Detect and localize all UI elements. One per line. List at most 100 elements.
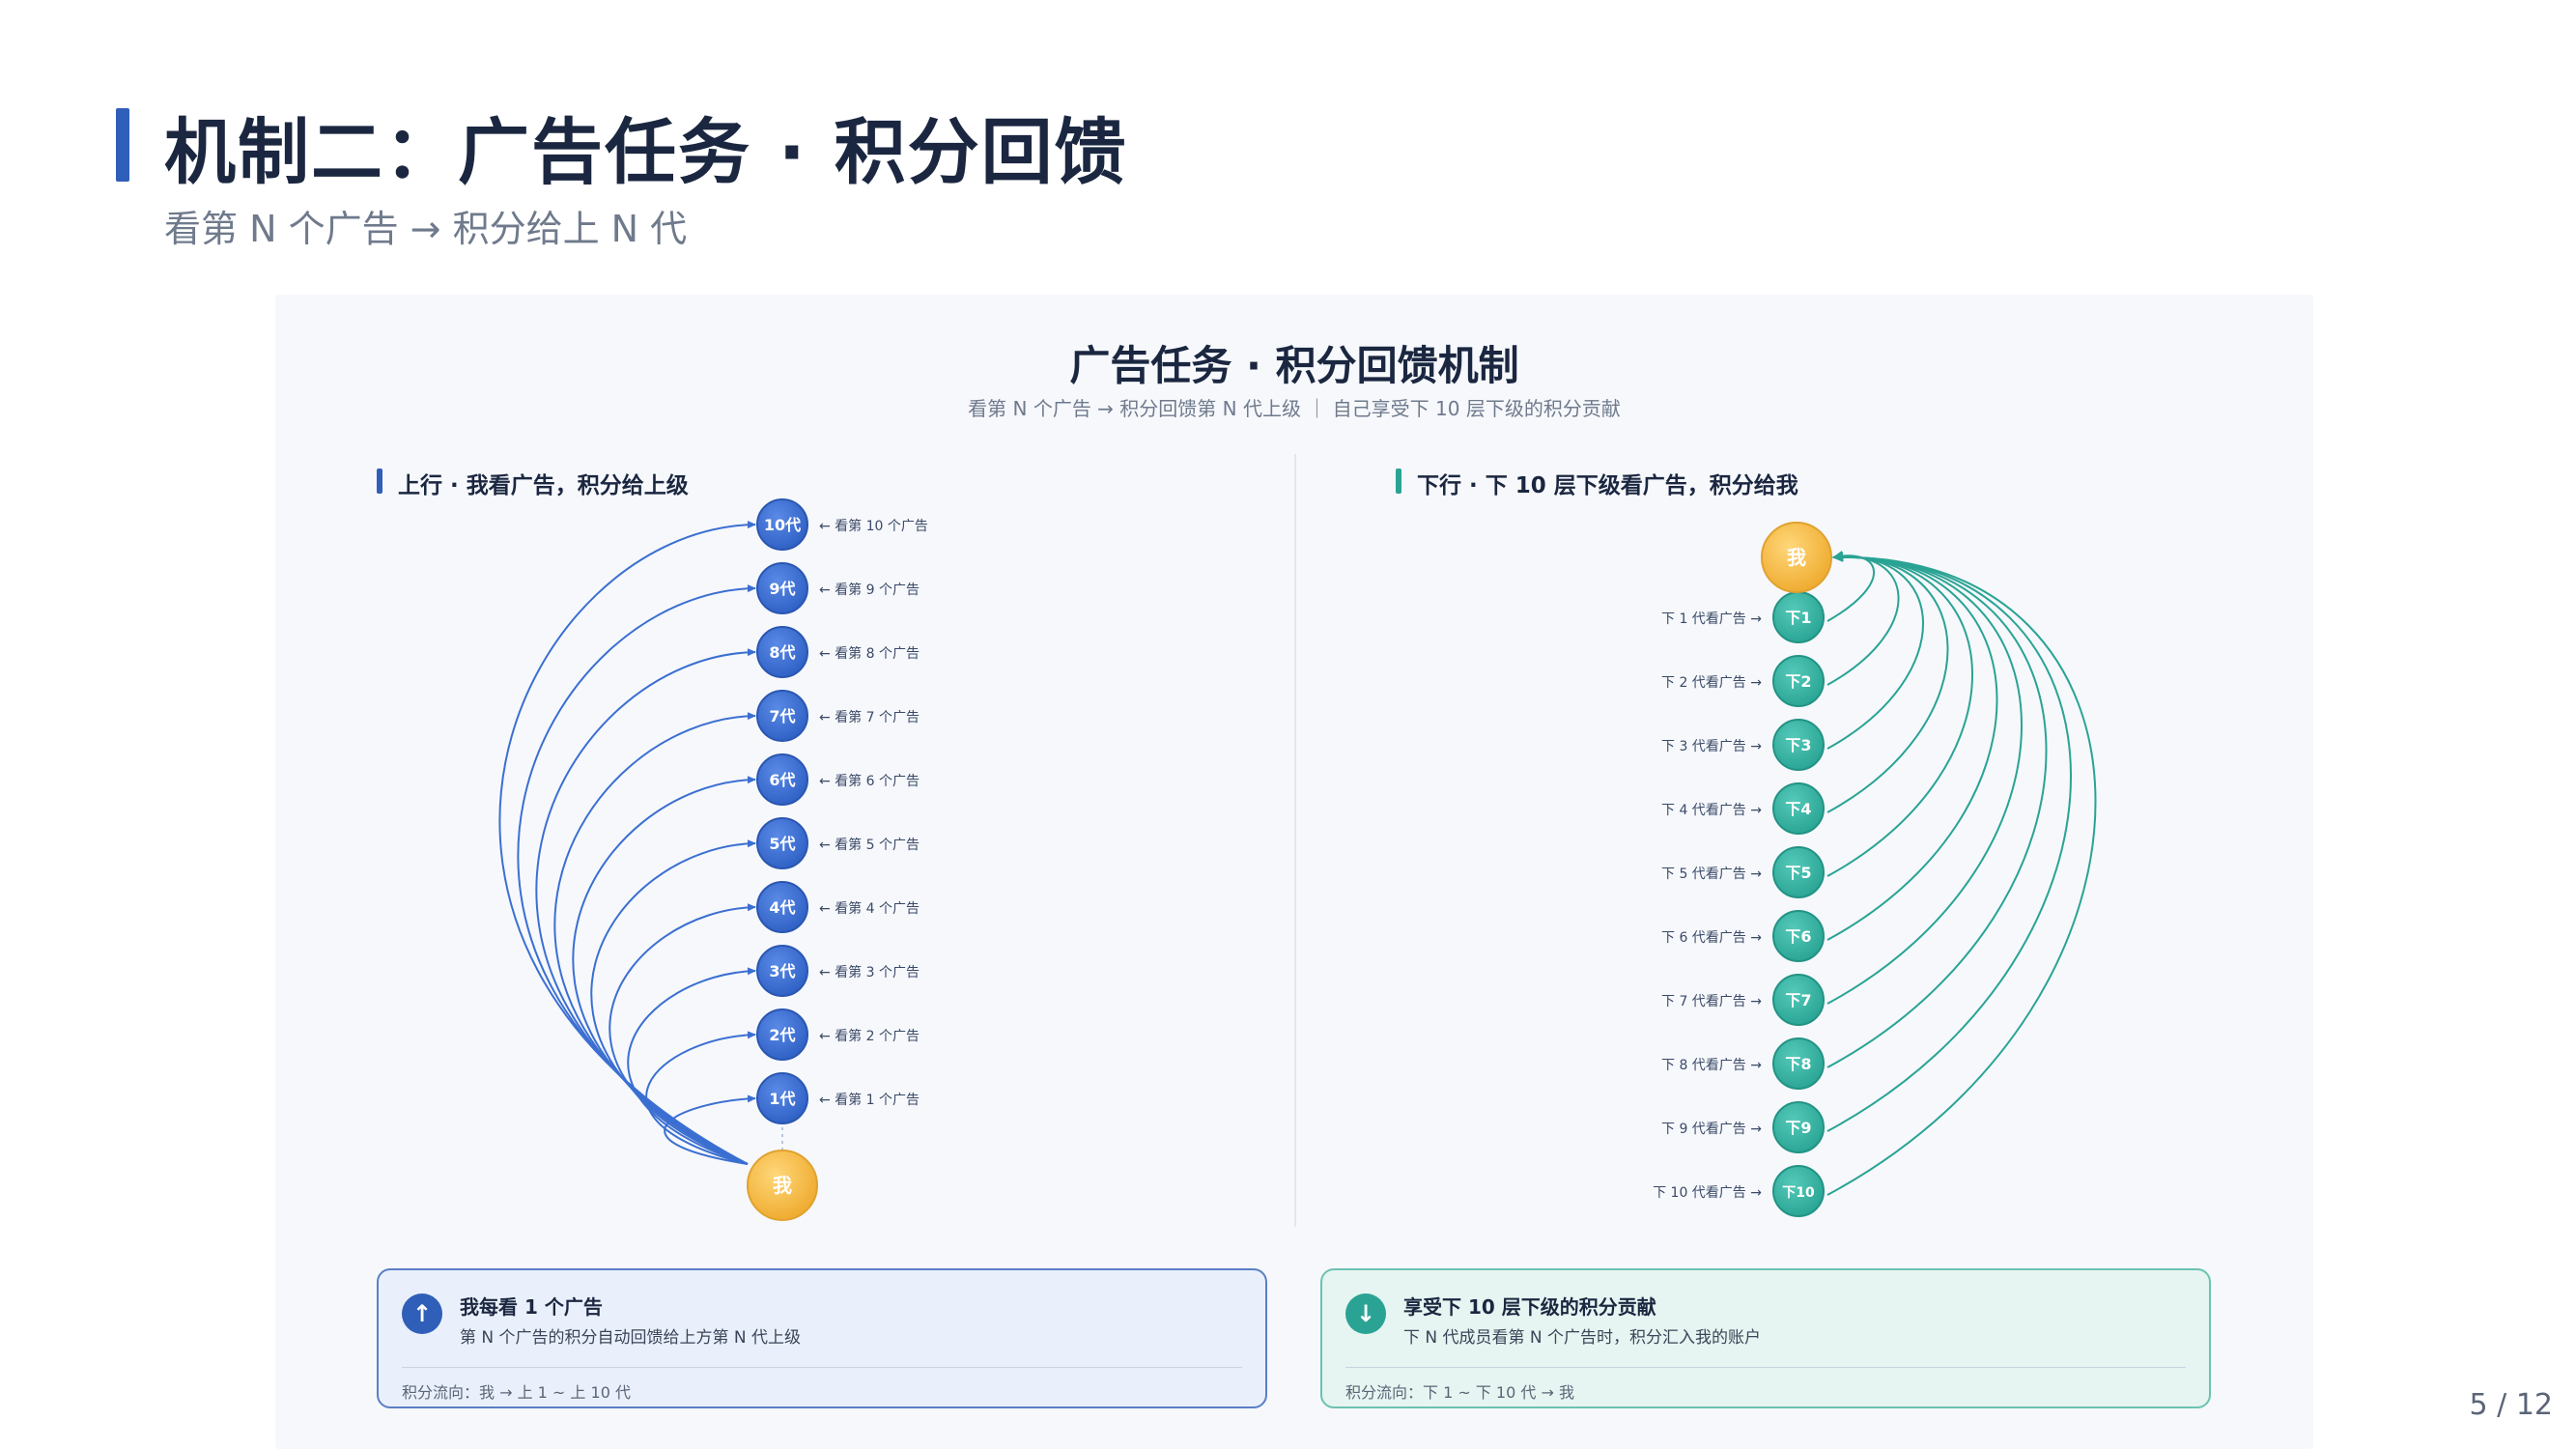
descendant-node-label: 下5 — [1785, 864, 1811, 882]
descendant-annotation: 下 3 代看广告 → — [1661, 739, 1762, 754]
upward-flow-arrow — [590, 839, 756, 1165]
descendant-node-label: 下10 — [1782, 1185, 1815, 1201]
upward-flow-arrow — [517, 584, 756, 1165]
me-node-label: 我 — [1787, 546, 1806, 569]
me-node-downward: 我 — [1761, 522, 1832, 593]
descendant-node-label: 下9 — [1785, 1119, 1811, 1137]
ancestor-node-label: 7代 — [769, 707, 795, 725]
title-accent-bar — [116, 108, 129, 182]
upward-card-title: 我每看 1 个广告 — [460, 1295, 603, 1319]
ancestor-node-circle — [756, 1009, 808, 1061]
descendant-annotation: 下 8 代看广告 → — [1661, 1058, 1762, 1073]
diagram-subtitle: 看第 N 个广告 → 积分回馈第 N 代上级 ｜ 自己享受下 10 层下级的积分… — [968, 397, 1621, 420]
descendant-node-circle — [1772, 719, 1825, 771]
descendant-annotation: 下 2 代看广告 → — [1661, 675, 1762, 691]
arrow-down-icon: ↓ — [1345, 1293, 1386, 1334]
downward-flow-arrow — [1826, 551, 1875, 622]
ancestor-node: 7代 — [756, 690, 808, 742]
ancestor-node-label: 3代 — [769, 962, 795, 980]
upward-flow-arrow — [664, 1094, 756, 1165]
downward-card-flow: 积分流向：下 1 ~ 下 10 代 → 我 — [1345, 1383, 1574, 1402]
upward-flow-arrow — [535, 648, 756, 1165]
ancestor-annotation: ← 看第 6 个广告 — [819, 773, 920, 789]
descendant-node-label: 下6 — [1785, 927, 1811, 946]
ancestor-annotation: ← 看第 5 个广告 — [819, 837, 920, 853]
upward-flow-arrow — [498, 521, 756, 1165]
downward-flow-arrow — [1826, 552, 2023, 1005]
descendant-node-label: 下4 — [1785, 800, 1811, 818]
descendant-annotation: 下 5 代看广告 → — [1661, 867, 1762, 882]
descendant-annotation: 下 1 代看广告 → — [1661, 611, 1762, 627]
upward-card-flow: 积分流向：我 → 上 1 ~ 上 10 代 — [402, 1383, 631, 1402]
diagram-title: 广告任务 · 积分回馈机制 — [1069, 342, 1519, 389]
ancestor-node-label: 8代 — [769, 643, 795, 662]
descendant-node: 下6 — [1772, 910, 1825, 962]
downward-section-title: 下行 · 下 10 层下级看广告，积分给我 — [1396, 467, 1798, 499]
ancestor-node: 9代 — [756, 562, 808, 614]
ancestor-node: 5代 — [756, 817, 808, 869]
upward-section-title: 上行 · 我看广告，积分给上级 — [377, 467, 689, 499]
descendant-node-label: 下2 — [1785, 672, 1811, 691]
downward-flow-arrow — [1826, 552, 1973, 877]
descendant-node: 下1 — [1772, 591, 1825, 643]
upward-flow-arrow — [645, 1031, 756, 1165]
downward-flow-arrow — [1826, 551, 1900, 686]
ancestor-node-label: 5代 — [769, 835, 795, 853]
ancestor-node: 3代 — [756, 945, 808, 997]
card-divider — [402, 1367, 1242, 1368]
ancestor-node: 8代 — [756, 626, 808, 678]
upward-flow-arrow — [627, 967, 756, 1165]
ancestor-node-circle — [756, 1072, 808, 1124]
descendant-node: 下2 — [1772, 655, 1825, 707]
me-node-label: 我 — [773, 1174, 792, 1197]
descendant-annotation: 下 9 代看广告 → — [1661, 1122, 1762, 1137]
descendant-node-circle — [1772, 655, 1825, 707]
descendant-annotation: 下 7 代看广告 → — [1661, 994, 1762, 1009]
downward-flow-arrow — [1826, 552, 2072, 1132]
downward-flow-arrow — [1826, 552, 1949, 813]
me-node-upward: 我 — [747, 1150, 818, 1221]
ancestor-node-label: 10代 — [764, 516, 801, 534]
downward-flow-arrow — [1826, 552, 2048, 1068]
descendant-node-circle — [1772, 974, 1825, 1026]
descendant-node-circle — [1772, 782, 1825, 835]
descendant-node-label: 下3 — [1785, 736, 1811, 754]
page-title: 机制二：广告任务 · 积分回馈 — [164, 111, 1128, 194]
descendant-node-label: 下7 — [1785, 991, 1811, 1009]
downward-card-title: 享受下 10 层下级的积分贡献 — [1403, 1295, 1656, 1319]
descendant-node: 下5 — [1772, 846, 1825, 898]
ancestor-node-label: 2代 — [769, 1026, 795, 1044]
ancestor-node-circle — [756, 562, 808, 614]
descendant-node-label: 下1 — [1785, 609, 1811, 627]
ancestor-annotation: ← 看第 2 个广告 — [819, 1028, 920, 1044]
ancestor-node-label: 1代 — [769, 1090, 795, 1108]
card-divider — [1345, 1367, 2186, 1368]
ancestor-annotation: ← 看第 9 个广告 — [819, 582, 920, 598]
descendant-node-circle — [1772, 846, 1825, 898]
page-subtitle: 看第 N 个广告 → 积分给上 N 代 — [164, 208, 688, 250]
upward-flow-arrow — [572, 776, 756, 1165]
descendant-node-label: 下8 — [1785, 1055, 1811, 1073]
descendant-node-circle — [1772, 1037, 1825, 1090]
ancestor-node-circle — [756, 626, 808, 678]
upward-flow-arrow — [609, 903, 756, 1165]
downward-info-card: ↓ 享受下 10 层下级的积分贡献 下 N 代成员看第 N 个广告时，积分汇入我… — [1320, 1268, 2211, 1408]
ancestor-node-circle — [756, 498, 808, 551]
me-node-circle — [1761, 522, 1832, 593]
upward-info-card: ↑ 我每看 1 个广告 第 N 个广告的积分自动回馈给上方第 N 代上级 积分流… — [377, 1268, 1267, 1408]
descendant-node: 下7 — [1772, 974, 1825, 1026]
ancestor-node: 2代 — [756, 1009, 808, 1061]
downward-card-desc: 下 N 代成员看第 N 个广告时，积分汇入我的账户 — [1403, 1328, 1762, 1348]
ancestor-node: 1代 — [756, 1072, 808, 1124]
ancestor-node-circle — [756, 817, 808, 869]
ancestor-node-circle — [756, 690, 808, 742]
me-node-circle — [747, 1150, 818, 1221]
descendant-node: 下3 — [1772, 719, 1825, 771]
ancestor-node-circle — [756, 753, 808, 806]
arrow-up-icon: ↑ — [402, 1293, 442, 1334]
upward-card-desc: 第 N 个广告的积分自动回馈给上方第 N 代上级 — [460, 1328, 802, 1348]
descendant-annotation: 下 10 代看广告 → — [1653, 1185, 1762, 1201]
ancestor-node-label: 9代 — [769, 580, 795, 598]
ancestor-annotation: ← 看第 8 个广告 — [819, 645, 920, 662]
